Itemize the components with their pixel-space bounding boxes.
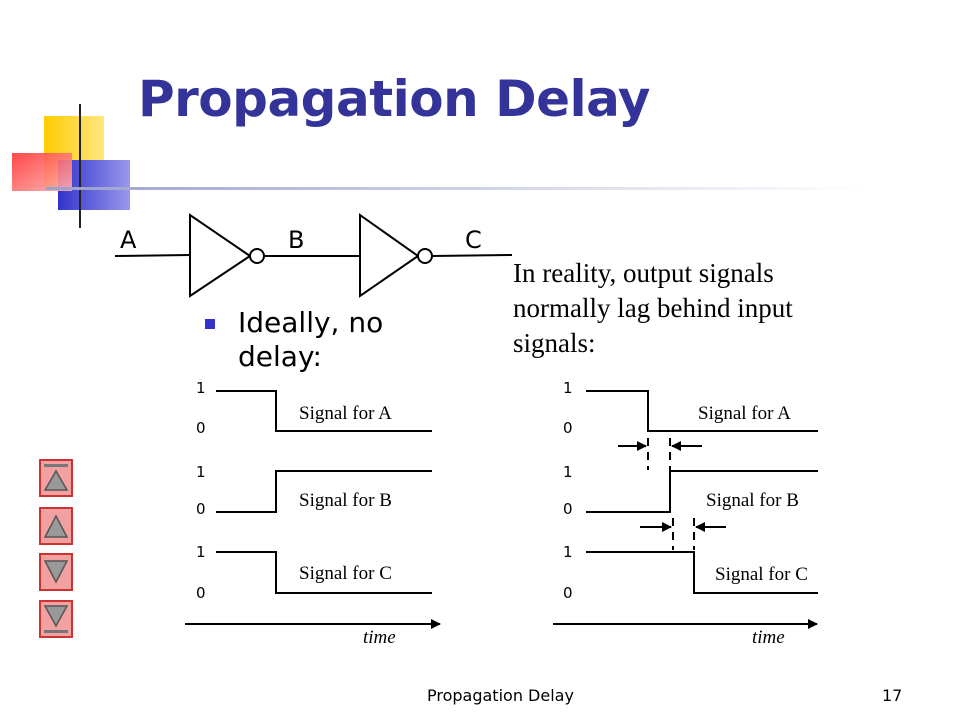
reality-text: In reality, output signals normally lag … bbox=[513, 258, 793, 358]
deco-red-square bbox=[12, 153, 72, 191]
real-time-label: time bbox=[752, 627, 785, 648]
page-number: 17 bbox=[882, 686, 903, 705]
triangle-down-bar-icon bbox=[43, 605, 69, 633]
slide-title: Propagation Delay bbox=[138, 70, 650, 128]
ideal-time-label: time bbox=[363, 627, 396, 648]
ideal-signal-c bbox=[216, 551, 432, 594]
ideal-c-low-label: 0 bbox=[196, 584, 206, 602]
first-slide-button[interactable] bbox=[39, 459, 73, 497]
bullet-text: Ideally, no delay: bbox=[238, 306, 384, 373]
real-signal-b-label: Signal for B bbox=[706, 490, 799, 511]
bullet-square-icon bbox=[205, 319, 215, 329]
real-timing-diagram: 1 0 Signal for A 1 0 Signal for B 1 0 Si… bbox=[553, 379, 818, 648]
ideal-a-high-label: 1 bbox=[196, 379, 206, 397]
real-a-high-label: 1 bbox=[563, 379, 573, 397]
next-slide-button[interactable] bbox=[39, 553, 73, 591]
real-b-low-label: 0 bbox=[563, 500, 573, 518]
inverter-2-bubble bbox=[417, 248, 433, 264]
triangle-up-bar-icon bbox=[43, 464, 69, 491]
node-b-label: B bbox=[288, 226, 304, 254]
ideal-signal-b-label: Signal for B bbox=[299, 490, 392, 511]
ideal-b-low-label: 0 bbox=[196, 500, 206, 518]
previous-slide-button[interactable] bbox=[39, 507, 73, 545]
real-b-high-label: 1 bbox=[563, 463, 573, 481]
real-signal-c bbox=[586, 551, 818, 594]
ideal-signal-b bbox=[216, 470, 432, 513]
ideal-signal-c-label: Signal for C bbox=[299, 563, 392, 584]
triangle-up-icon bbox=[43, 514, 69, 538]
title-underline bbox=[46, 187, 866, 190]
node-a-label: A bbox=[120, 226, 137, 254]
real-signal-a bbox=[586, 390, 818, 432]
real-signal-b bbox=[586, 470, 818, 513]
real-a-low-label: 0 bbox=[563, 419, 573, 437]
last-slide-button[interactable] bbox=[39, 600, 73, 638]
ideal-signal-a bbox=[216, 390, 432, 432]
ideal-b-high-label: 1 bbox=[196, 463, 206, 481]
ideal-a-low-label: 0 bbox=[196, 419, 206, 437]
inverter-2 bbox=[359, 213, 420, 298]
title-decoration bbox=[12, 104, 866, 228]
ideal-signal-a-label: Signal for A bbox=[299, 403, 392, 424]
real-c-high-label: 1 bbox=[563, 543, 573, 561]
wire-a bbox=[114, 254, 191, 257]
inverter-1 bbox=[189, 213, 252, 298]
real-c-low-label: 0 bbox=[563, 584, 573, 602]
node-c-label: C bbox=[465, 226, 482, 254]
footer-title: Propagation Delay bbox=[427, 686, 574, 705]
ideal-timing-diagram: 1 0 Signal for A 1 0 Signal for B 1 0 Si… bbox=[185, 379, 441, 648]
ideal-c-high-label: 1 bbox=[196, 543, 206, 561]
triangle-down-icon bbox=[43, 560, 69, 584]
real-signal-c-label: Signal for C bbox=[715, 564, 808, 585]
wire-c bbox=[431, 254, 513, 257]
real-signal-a-label: Signal for A bbox=[698, 403, 791, 424]
inverter-circuit: A B C bbox=[114, 213, 513, 298]
